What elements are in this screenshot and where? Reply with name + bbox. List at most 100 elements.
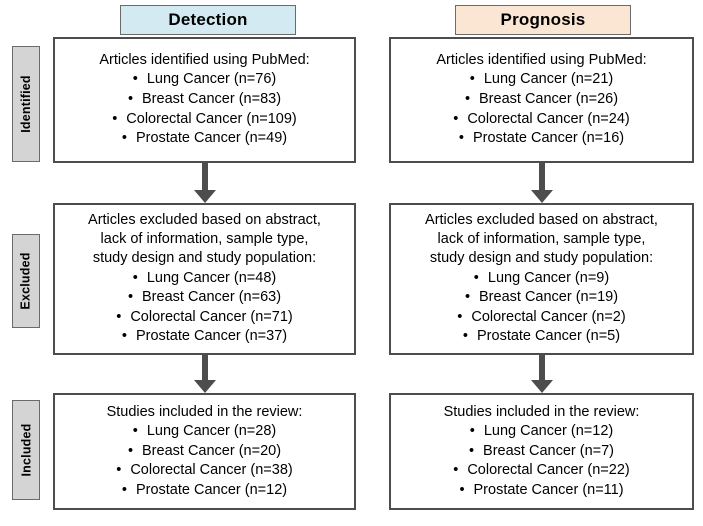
- box-list-item-label: Lung Cancer (n=28): [146, 422, 277, 439]
- box-list-item-label: Breast Cancer (n=63): [142, 289, 282, 306]
- box-list-item: • Lung Cancer (n=48): [61, 269, 348, 289]
- box-list-item-label: Lung Cancer (n=9): [487, 269, 610, 286]
- box-list-item: • Prostate Cancer (n=12): [61, 481, 348, 501]
- bullet-icon: •: [459, 481, 465, 498]
- box-list-item-label: Lung Cancer (n=12): [483, 422, 614, 439]
- box-list-item: • Lung Cancer (n=12): [397, 422, 686, 442]
- arrow-head: [194, 190, 216, 203]
- stage-tab-excluded: Excluded: [12, 234, 40, 328]
- box-list-item: • Breast Cancer (n=20): [61, 442, 348, 462]
- box-detection-excluded: Articles excluded based on abstract, lac…: [53, 203, 356, 355]
- box-list-item: • Prostate Cancer (n=49): [61, 129, 348, 149]
- bullet-icon: •: [473, 269, 479, 286]
- box-list-item: • Breast Cancer (n=26): [397, 90, 686, 110]
- bullet-icon: •: [469, 71, 475, 88]
- box-prognosis-identified: Articles identified using PubMed: • Lung …: [389, 37, 694, 163]
- box-list-item-label: Prostate Cancer (n=11): [473, 481, 624, 498]
- box-list-item: • Prostate Cancer (n=11): [397, 481, 686, 501]
- box-list-item-label: Lung Cancer (n=76): [146, 71, 277, 88]
- bullet-icon: •: [127, 91, 134, 107]
- bullet-icon: •: [127, 442, 134, 459]
- box-heading: Articles identified using PubMed:: [99, 52, 310, 69]
- box-list-item-label: Breast Cancer (n=83): [142, 91, 282, 107]
- bullet-icon: •: [116, 308, 122, 325]
- box-list-item-label: Prostate Cancer (n=12): [135, 481, 288, 498]
- column-header-detection-label: Detection: [168, 10, 248, 29]
- column-header-prognosis: Prognosis: [455, 5, 631, 35]
- box-list-item: • Lung Cancer (n=28): [61, 422, 348, 442]
- bullet-icon: •: [458, 130, 464, 147]
- bullet-icon: •: [132, 269, 138, 286]
- box-list-item: • Lung Cancer (n=9): [397, 269, 686, 289]
- box-prognosis-included: Studies included in the review: •Lung Ca…: [389, 393, 694, 510]
- box-list-item: • Breast Cancer (n=19): [397, 288, 686, 308]
- box-list-item-label: Breast Cancer (n=7): [483, 442, 615, 459]
- box-heading: Articles excluded based on abstract, lac…: [425, 212, 658, 267]
- box-list-item-label: Colorectal Cancer (n=71): [130, 308, 293, 325]
- box-list-item-label: Prostate Cancer (n=5): [477, 328, 621, 345]
- box-list-item-label: Colorectal Cancer (n=38): [130, 462, 293, 479]
- arrow-shaft: [202, 163, 208, 191]
- arrow-down-icon: [531, 355, 553, 393]
- arrow-down-icon: [194, 355, 216, 393]
- arrow-shaft: [539, 355, 545, 381]
- arrow-down-icon: [194, 163, 216, 203]
- box-list-item: • Prostate Cancer (n=5): [397, 327, 686, 347]
- arrow-shaft: [539, 163, 545, 191]
- arrow-head: [194, 380, 216, 393]
- bullet-icon: •: [132, 422, 138, 439]
- box-detection-identified: Articles identified using PubMed: •Lung …: [53, 37, 356, 163]
- stage-tab-included: Included: [12, 400, 40, 500]
- column-header-prognosis-label: Prognosis: [500, 10, 586, 29]
- box-list-item: • Colorectal Cancer (n=24): [397, 110, 686, 130]
- box-item-list: •Lung Cancer (n=76)•Breast Cancer (n=83)…: [61, 70, 348, 148]
- box-list-item-label: Lung Cancer (n=21): [483, 71, 614, 88]
- bullet-icon: •: [121, 328, 127, 345]
- box-list-item: • Colorectal Cancer (n=71): [61, 308, 348, 328]
- stage-tab-excluded-label: Excluded: [19, 252, 33, 310]
- box-heading: Articles excluded based on abstract, lac…: [88, 212, 321, 267]
- box-list-item-label: Breast Cancer (n=19): [479, 289, 619, 306]
- box-list-item: •Prostate Cancer (n=16): [397, 129, 686, 149]
- bullet-icon: •: [116, 462, 122, 479]
- box-heading: Articles identified using PubMed:: [436, 52, 647, 69]
- bullet-icon: •: [453, 462, 459, 479]
- box-prognosis-excluded: Articles excluded based on abstract, lac…: [389, 203, 694, 355]
- box-list-item-label: Colorectal Cancer (n=22): [467, 462, 630, 479]
- box-list-item-label: Breast Cancer (n=26): [479, 91, 619, 107]
- bullet-icon: •: [121, 481, 127, 498]
- box-list-item-label: Colorectal Cancer (n=109): [126, 110, 297, 127]
- bullet-icon: •: [121, 130, 127, 147]
- box-list-item: •Lung Cancer (n=76): [61, 70, 348, 90]
- box-list-item-label: Prostate Cancer (n=49): [135, 130, 288, 147]
- box-list-item-label: Breast Cancer (n=20): [142, 442, 282, 459]
- box-list-item: • Colorectal Cancer (n=2): [397, 308, 686, 328]
- bullet-icon: •: [462, 328, 468, 345]
- stage-tab-identified: Identified: [12, 46, 40, 162]
- box-item-list: •Lung Cancer (n=12)•Breast Cancer (n=7)•…: [397, 422, 686, 500]
- arrow-down-icon: [531, 163, 553, 203]
- box-list-item: • Breast Cancer (n=7): [397, 442, 686, 462]
- box-item-list: •Lung Cancer (n=9)•Breast Cancer (n=19)•…: [397, 269, 686, 347]
- box-heading: Studies included in the review:: [106, 403, 303, 420]
- box-list-item: • Breast Cancer (n=63): [61, 288, 348, 308]
- bullet-icon: •: [464, 91, 471, 107]
- bullet-icon: •: [453, 110, 459, 127]
- box-list-item-label: Colorectal Cancer (n=24): [467, 110, 630, 127]
- box-list-item-label: Prostate Cancer (n=37): [135, 328, 288, 345]
- bullet-icon: •: [469, 422, 475, 439]
- arrow-shaft: [202, 355, 208, 381]
- box-list-item: • Prostate Cancer (n=37): [61, 327, 348, 347]
- box-list-item-label: Colorectal Cancer (n=2): [471, 308, 626, 325]
- bullet-icon: •: [127, 289, 134, 306]
- arrow-head: [531, 190, 553, 203]
- bullet-icon: •: [464, 289, 471, 306]
- box-list-item-label: Lung Cancer (n=48): [146, 269, 277, 286]
- box-list-item: • Breast Cancer (n=83): [61, 90, 348, 110]
- box-detection-included: Studies included in the review: • Lung Ca…: [53, 393, 356, 510]
- stage-tab-identified-label: Identified: [19, 75, 33, 133]
- box-item-list: •Lung Cancer (n=28)•Breast Cancer (n=20)…: [61, 422, 348, 500]
- bullet-icon: •: [468, 442, 475, 459]
- bullet-icon: •: [457, 308, 463, 325]
